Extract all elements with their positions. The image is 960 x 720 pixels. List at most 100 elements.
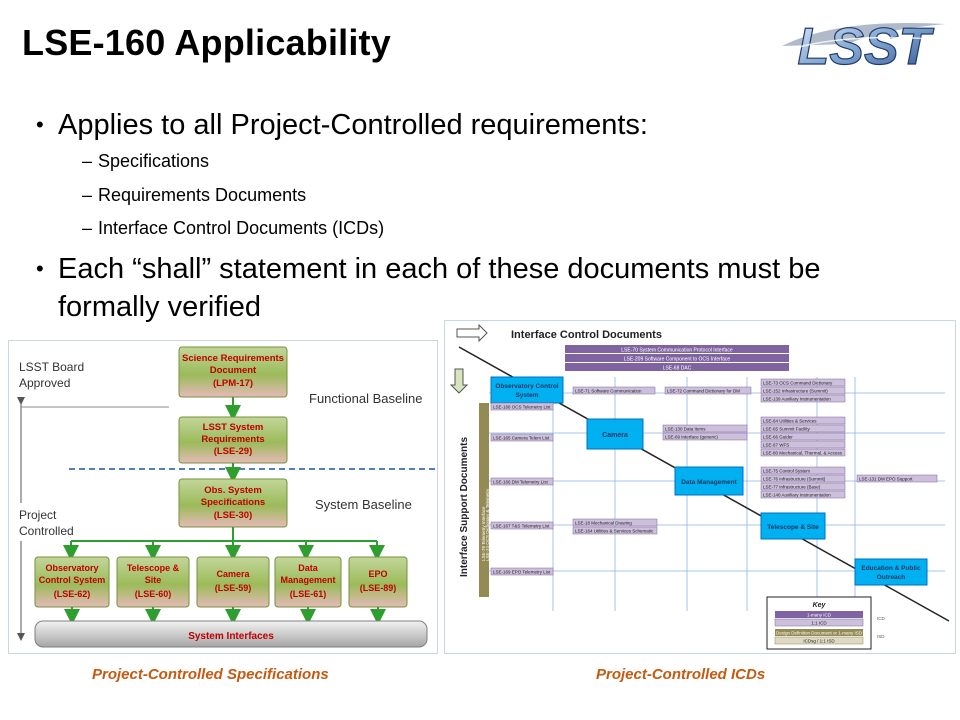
lsst-board-label-2: Approved — [19, 376, 70, 390]
system-interfaces-label: System Interfaces — [188, 631, 274, 642]
svg-text:LSE-70 System Communication Pr: LSE-70 System Communication Protocol Int… — [621, 348, 733, 354]
side-arrow-icon — [449, 368, 469, 394]
svg-text:LSE-18 Mechanical Drawing: LSE-18 Mechanical Drawing — [575, 521, 632, 526]
svg-text:LSE-76 Infrastructure (Summit): LSE-76 Infrastructure (Summit) — [763, 477, 826, 482]
icd-subsystem-ocs: Observatory Control System — [490, 376, 564, 404]
top-bar-1 — [565, 345, 789, 353]
bullet-2-cont: formally verified — [58, 290, 261, 325]
subsystem-ocs: Observatory Control System (LSE-62) — [34, 556, 110, 608]
svg-text:(LSE-60): (LSE-60) — [135, 589, 172, 599]
top-bar-3 — [565, 363, 789, 371]
svg-text:LSE-166 DM Telemetry List: LSE-166 DM Telemetry List — [493, 480, 548, 485]
svg-text:LSE-78 Telemetry Interface: LSE-78 Telemetry Interface — [481, 506, 486, 561]
svg-text:Data: Data — [298, 563, 319, 573]
svg-text:Telescope & Site: Telescope & Site — [767, 524, 819, 531]
icd-header: Interface Control Documents — [511, 329, 662, 341]
svg-text:Document: Document — [210, 365, 257, 376]
icd-boxes: LSE-71 Software Communication LSE-72 Com… — [572, 378, 938, 535]
subitem-text: Specifications — [98, 151, 210, 171]
project-controlled-label-2: Controlled — [19, 524, 74, 538]
svg-text:Science Requirements: Science Requirements — [182, 353, 284, 364]
bullet-dot: • — [36, 256, 44, 281]
header-arrow-icon — [456, 323, 488, 343]
side-label: Interface Support Documents — [459, 437, 470, 577]
svg-text:ICD: ICD — [877, 616, 886, 621]
bullet-dot: • — [36, 112, 44, 137]
svg-text:Specifications: Specifications — [201, 497, 265, 508]
svg-text:Management: Management — [280, 575, 335, 585]
bullet-2-line1: Each “shall” statement in each of these … — [58, 253, 821, 285]
icd-diagram-panel: Interface Control Documents LSE-70 Syste… — [444, 320, 956, 654]
svg-text:LSE-164 Utilities & Services S: LSE-164 Utilities & Services Schematic — [575, 529, 654, 534]
dash: – — [82, 151, 93, 171]
svg-text:LSE-65 Summit Facility: LSE-65 Summit Facility — [763, 427, 811, 432]
subitem: – Requirements Documents — [82, 185, 307, 206]
subitem-text: Interface Control Documents (ICDs) — [98, 218, 385, 238]
icd-subsystem-camera: Camera — [586, 418, 644, 450]
svg-text:LSE-75 Control System: LSE-75 Control System — [763, 469, 810, 474]
caption-specifications: Project-Controlled Specifications — [92, 666, 329, 683]
bullet-1-text: Applies to all Project-Controlled requir… — [58, 109, 648, 141]
svg-text:LSE-139 Auxiliary Instrumentat: LSE-139 Auxiliary Instrumentation — [763, 397, 831, 402]
svg-text:Camera: Camera — [216, 569, 250, 579]
svg-text:Education & Public: Education & Public — [861, 565, 921, 572]
svg-text:LSE-152 Infrastructure (Summit: LSE-152 Infrastructure (Summit) — [763, 389, 828, 394]
spec-diagram: LSST Board Approved Project Controlled F… — [17, 346, 435, 648]
icd-subsystem-epo: Education & Public Outreach — [854, 558, 928, 586]
system-baseline-label: System Baseline — [315, 497, 412, 512]
svg-text:LSE-69 Interface (generic): LSE-69 Interface (generic) — [665, 435, 718, 440]
svg-text:LSE-67 WFS: LSE-67 WFS — [763, 443, 789, 448]
logo-text: LSST — [798, 18, 935, 76]
svg-text:LSE-72 Command Dictionary for: LSE-72 Command Dictionary for DM — [667, 389, 740, 394]
olive-side-bar — [479, 403, 489, 597]
svg-text:Camera: Camera — [602, 432, 628, 439]
svg-text:1:1 ICD: 1:1 ICD — [811, 621, 827, 626]
bullet-2-line2: formally verified — [58, 291, 262, 323]
svg-text:LSE-68 DAC: LSE-68 DAC — [663, 366, 692, 372]
svg-text:(LSE-29): (LSE-29) — [214, 446, 253, 457]
telemetry-lists: LSE-168 OCS Telemetry List LSE-165 Camer… — [490, 402, 554, 576]
svg-text:ISD: ISD — [877, 634, 885, 639]
svg-text:Site: Site — [145, 575, 162, 585]
svg-text:LSE-66 Guider: LSE-66 Guider — [763, 435, 793, 440]
svg-text:Control System: Control System — [39, 575, 106, 585]
svg-text:(LSE-61): (LSE-61) — [290, 589, 327, 599]
subsystem-telescope-site: Telescope & Site (LSE-60) — [116, 556, 190, 608]
subsystem-camera: Camera (LSE-59) — [196, 556, 270, 608]
project-controlled-label: Project — [19, 508, 57, 522]
svg-text:LSE-130 Data Items: LSE-130 Data Items — [665, 427, 706, 432]
svg-text:LSE-168 OCS Telemetry List: LSE-168 OCS Telemetry List — [493, 405, 551, 410]
icd-subsystem-ts: Telescope & Site — [760, 512, 826, 540]
subitem-text: Requirements Documents — [98, 185, 307, 205]
slide-title: LSE-160 Applicability — [22, 22, 391, 63]
svg-text:Data Management: Data Management — [681, 479, 737, 486]
svg-text:Requirements: Requirements — [201, 434, 264, 445]
lsst-logo: LSST — [782, 17, 946, 77]
svg-text:LSE-167 T&S Telemetry List: LSE-167 T&S Telemetry List — [493, 524, 550, 529]
dash: – — [82, 185, 93, 205]
svg-text:LSE-74 OCS Dictionary & Teleme: LSE-74 OCS Dictionary & Telemetry — [485, 488, 490, 561]
icd-key: Key 1-many ICD 1:1 ICD Design Definition… — [766, 596, 886, 650]
svg-text:Observatory: Observatory — [45, 563, 98, 573]
svg-text:LSST System: LSST System — [203, 422, 264, 433]
svg-text:(LSE-30): (LSE-30) — [214, 510, 253, 521]
top-bar-2 — [565, 354, 789, 362]
svg-text:System: System — [515, 392, 538, 399]
subitem: – Interface Control Documents (ICDs) — [82, 218, 385, 239]
subsystem-epo: EPO (LSE-89) — [348, 556, 408, 608]
svg-text:(LSE-62): (LSE-62) — [54, 589, 91, 599]
svg-text:Telescope &: Telescope & — [127, 563, 180, 573]
svg-text:LSE-169 EPO Telemetry List: LSE-169 EPO Telemetry List — [493, 570, 551, 575]
icd-diagram: Interface Control Documents LSE-70 Syste… — [449, 323, 950, 650]
svg-text:EPO: EPO — [368, 569, 387, 579]
svg-text:ICDsg / 1:1 ISD: ICDsg / 1:1 ISD — [803, 639, 835, 644]
svg-text:LSE-64 Utilities & Services: LSE-64 Utilities & Services — [763, 419, 817, 424]
dash: – — [82, 218, 93, 238]
svg-text:Obs. System: Obs. System — [204, 485, 262, 496]
bullet-2: • Each “shall” statement in each of thes… — [36, 252, 821, 287]
svg-text:LSE-209 Software Component to: LSE-209 Software Component to OCS Interf… — [624, 357, 731, 363]
icd-subsystem-dm: Data Management — [674, 466, 744, 496]
spec-diagram-panel: LSST Board Approved Project Controlled F… — [8, 340, 438, 654]
svg-text:1-many ICD: 1-many ICD — [807, 613, 832, 618]
svg-text:LSE-71 Software Communication: LSE-71 Software Communication — [575, 389, 642, 394]
